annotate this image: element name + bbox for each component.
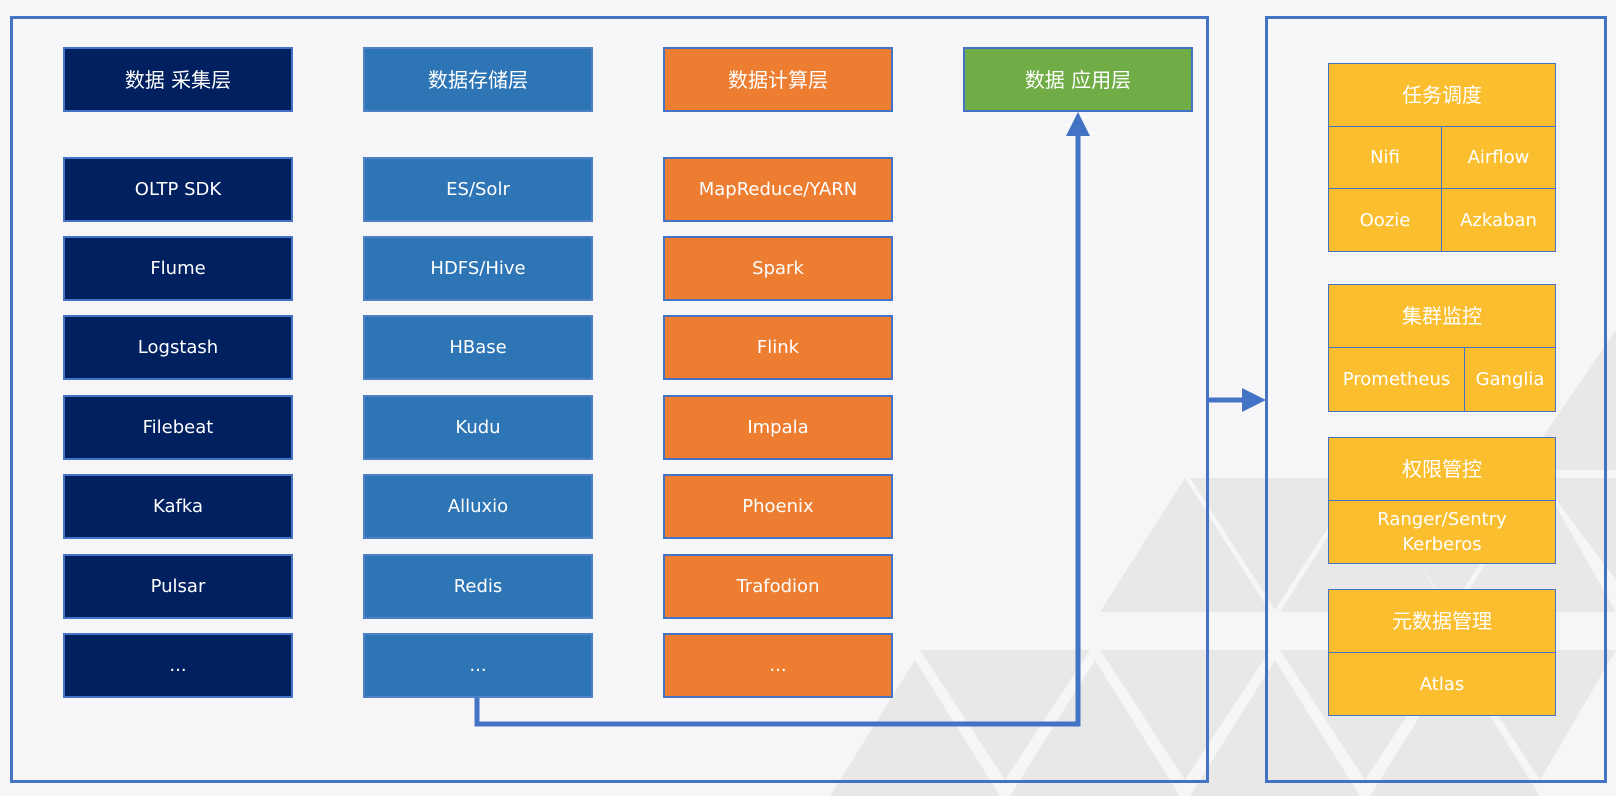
permissions-item-line-2: Kerberos xyxy=(1402,534,1482,555)
compute-item: Trafodion xyxy=(663,554,893,619)
collection-item: Flume xyxy=(63,236,293,301)
data-platform-frame xyxy=(10,16,1209,783)
scheduling-item-airflow: Airflow xyxy=(1441,126,1556,189)
collection-item: Kafka xyxy=(63,474,293,539)
storage-item: ES/Solr xyxy=(363,157,593,222)
scheduling-item-azkaban: Azkaban xyxy=(1441,188,1556,252)
collection-item: Logstash xyxy=(63,315,293,380)
collection-item: ... xyxy=(63,633,293,698)
permissions-item-line-1: Ranger/Sentry xyxy=(1377,509,1507,530)
layer-header-storage: 数据存储层 xyxy=(363,47,593,112)
layer-header-compute: 数据计算层 xyxy=(663,47,893,112)
compute-item: Spark xyxy=(663,236,893,301)
layer-header-application: 数据 应用层 xyxy=(963,47,1193,112)
scheduling-item-nifi: Nifi xyxy=(1328,126,1442,189)
storage-item: ... xyxy=(363,633,593,698)
compute-item: Flink xyxy=(663,315,893,380)
compute-item: MapReduce/YARN xyxy=(663,157,893,222)
collection-item: Pulsar xyxy=(63,554,293,619)
monitoring-item-ganglia: Ganglia xyxy=(1464,347,1556,412)
scheduling-item-oozie: Oozie xyxy=(1328,188,1442,252)
permissions-item: Ranger/Sentry Kerberos xyxy=(1328,500,1556,564)
monitoring-header: 集群监控 xyxy=(1328,284,1556,348)
collection-item: OLTP SDK xyxy=(63,157,293,222)
compute-item: ... xyxy=(663,633,893,698)
storage-item: HDFS/Hive xyxy=(363,236,593,301)
scheduling-header: 任务调度 xyxy=(1328,63,1556,127)
compute-item: Impala xyxy=(663,395,893,460)
storage-item: HBase xyxy=(363,315,593,380)
monitoring-item-prometheus: Prometheus xyxy=(1328,347,1465,412)
storage-item: Alluxio xyxy=(363,474,593,539)
metadata-header: 元数据管理 xyxy=(1328,589,1556,653)
collection-item: Filebeat xyxy=(63,395,293,460)
layer-header-collection: 数据 采集层 xyxy=(63,47,293,112)
permissions-header: 权限管控 xyxy=(1328,437,1556,501)
storage-item: Redis xyxy=(363,554,593,619)
compute-item: Phoenix xyxy=(663,474,893,539)
storage-item: Kudu xyxy=(363,395,593,460)
management-frame xyxy=(1265,16,1607,783)
metadata-item-atlas: Atlas xyxy=(1328,652,1556,716)
